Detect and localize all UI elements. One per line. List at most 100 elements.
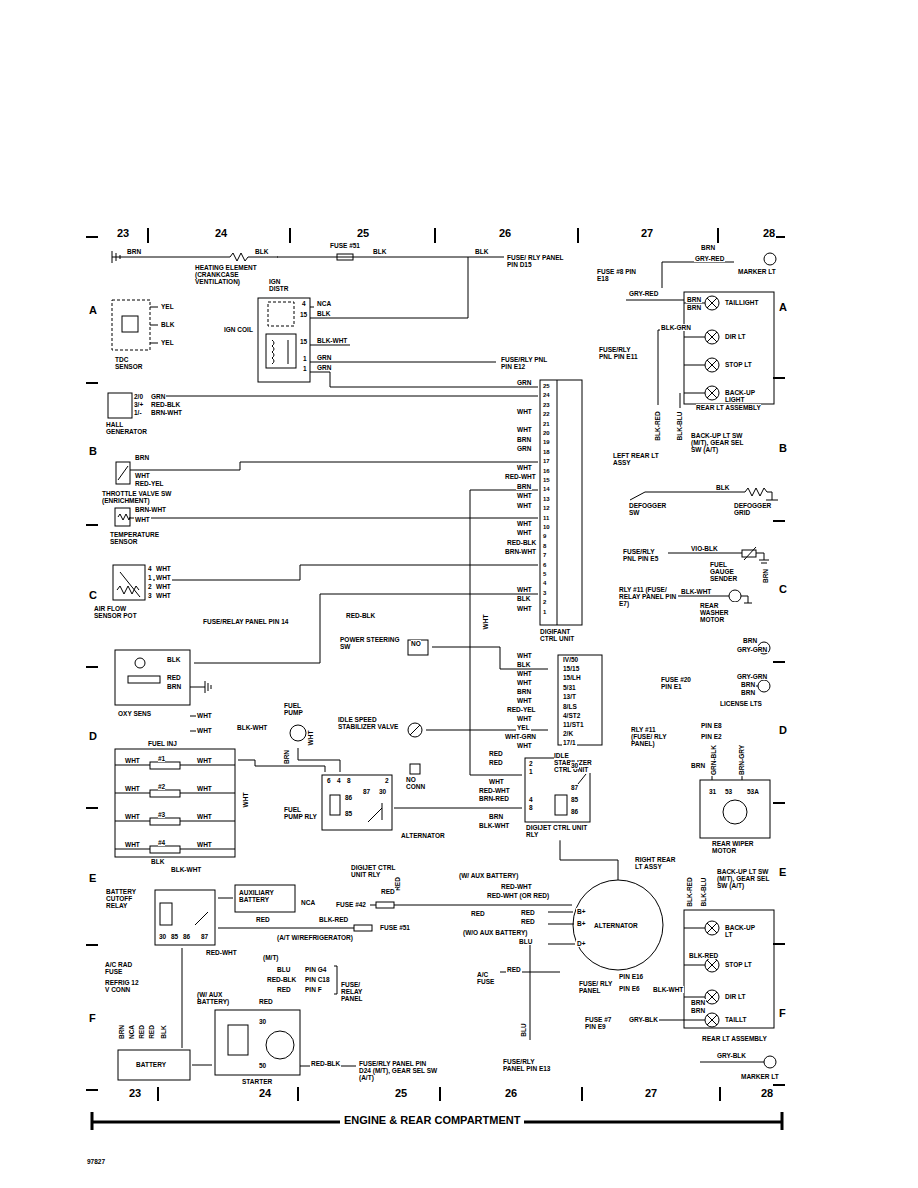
component-label: AIR FLOW SENSOR POT bbox=[94, 605, 138, 619]
wire-label: WHT bbox=[155, 565, 172, 572]
wire-label: 3/+ bbox=[133, 401, 144, 408]
component-symbols bbox=[195, 912, 208, 925]
component-label: STARTER bbox=[242, 1078, 272, 1085]
grid-reference: C bbox=[88, 589, 98, 601]
wire-label: FUSE #20 PIN E1 bbox=[660, 676, 702, 690]
component-symbols bbox=[540, 380, 582, 625]
wire-label: WHT bbox=[516, 679, 533, 686]
pin-number: 10 bbox=[542, 524, 551, 531]
wire-label: 17/1 bbox=[562, 739, 577, 746]
wire-label: REFRIG 12 V CONN bbox=[104, 979, 140, 993]
wire-label: FUSE/RLY PANEL PIN D24 (M/T), GEAR SEL S… bbox=[358, 1060, 440, 1081]
component-symbols bbox=[707, 923, 717, 1025]
pin-number: 24 bbox=[542, 392, 551, 399]
component-label: POWER STEERING SW bbox=[340, 636, 404, 650]
wire-label: RED-WHT bbox=[504, 473, 537, 480]
wire-label: GRY-BLK bbox=[716, 1052, 747, 1059]
grid-reference: B bbox=[778, 442, 788, 454]
component-symbols bbox=[150, 307, 158, 343]
wire-label: 53A bbox=[746, 788, 760, 795]
component-symbols bbox=[758, 680, 770, 692]
component-label: REAR LT ASSEMBLY bbox=[702, 1035, 767, 1042]
component-symbols bbox=[684, 292, 774, 404]
component-symbols bbox=[155, 890, 215, 945]
grid-reference: D bbox=[88, 730, 98, 742]
wire-label: GRY-BLK bbox=[628, 1016, 659, 1023]
wire-label: 4 bbox=[301, 300, 307, 307]
wire-label: WHT bbox=[516, 652, 533, 659]
wire-label: MARKER LT bbox=[740, 1073, 780, 1080]
component: #2 bbox=[146, 783, 186, 801]
wire-label: BRN bbox=[740, 681, 756, 688]
wire-label: BLK bbox=[516, 661, 531, 668]
component-label: FUSE #51 bbox=[380, 924, 410, 931]
component-symbols bbox=[115, 749, 235, 857]
wire-label: PIN F bbox=[304, 986, 323, 993]
component: BATTERY bbox=[116, 1048, 192, 1082]
wire bbox=[180, 462, 538, 470]
wire-label: BACK-UP LT bbox=[724, 924, 756, 938]
component-symbols bbox=[108, 251, 778, 1080]
wire-label: WHT bbox=[124, 785, 141, 792]
component-symbols bbox=[235, 885, 295, 912]
grid-marks bbox=[86, 228, 785, 1130]
wire-label: BLK-WHT bbox=[236, 724, 268, 731]
wire-label: WHT bbox=[516, 586, 533, 593]
wire-label: RIGHT REAR LT ASSY bbox=[634, 856, 682, 870]
wire-label: NCA bbox=[316, 300, 332, 307]
wire-label: BACK-UP LIGHT bbox=[724, 389, 766, 403]
wire-label: WHT bbox=[155, 583, 172, 590]
wire-label: BACK-UP LT SW (M/T), GEAR SEL SW (A/T) bbox=[690, 432, 750, 453]
component-label: #3 bbox=[158, 811, 165, 818]
wire-label: A/C RAD FUSE bbox=[104, 961, 140, 975]
component-label: DIGIJET CTRL UNIT RLY bbox=[526, 824, 590, 838]
wire-label: (A/T W/REFRIGERATOR) bbox=[276, 934, 354, 941]
component: NO CONN bbox=[404, 760, 438, 792]
component-symbols bbox=[326, 257, 366, 258]
component-symbols bbox=[122, 316, 138, 332]
component-label: FUEL INJ bbox=[148, 740, 177, 747]
wire-label: 31 bbox=[708, 788, 717, 795]
component-label: IDLE SPEED STABILIZER VALVE bbox=[338, 716, 402, 730]
component-symbols bbox=[337, 257, 353, 258]
grid-reference: D bbox=[778, 724, 788, 736]
component-symbols bbox=[410, 764, 420, 774]
pin-number: 2 bbox=[542, 599, 547, 606]
wire-label: RED-WHT bbox=[500, 883, 533, 890]
wire-label: RED bbox=[276, 986, 292, 993]
wire-label: BRN bbox=[700, 244, 716, 251]
component-symbols bbox=[723, 800, 747, 824]
wire-label: GRY-RED bbox=[694, 255, 725, 262]
wire-label: RED bbox=[255, 916, 271, 923]
wire-label: WHT bbox=[516, 697, 533, 704]
wire bbox=[432, 647, 548, 669]
component-label: TDC SENSOR bbox=[115, 356, 151, 370]
wire-label: GRN bbox=[316, 354, 332, 361]
component-symbols bbox=[113, 565, 145, 600]
component-symbols bbox=[108, 393, 132, 418]
wire-label: STOP LT bbox=[724, 361, 753, 368]
wire-label: IV/50 bbox=[562, 656, 579, 663]
wire-label: BRN bbox=[516, 483, 532, 490]
wire-label: WHT bbox=[196, 813, 213, 820]
wire-label: BLK-RED bbox=[686, 876, 693, 907]
wire bbox=[398, 905, 572, 906]
wire-label: BLK-GRN bbox=[660, 324, 692, 331]
wire-label: WHT bbox=[516, 605, 533, 612]
component-label: THROTTLE VALVE SW (ENRICHMENT) bbox=[102, 490, 178, 504]
component-symbols bbox=[557, 380, 558, 625]
grid-reference: 27 bbox=[644, 1087, 658, 1099]
wire-label: BLK-BLU bbox=[700, 877, 707, 908]
wire-label: RED bbox=[520, 909, 536, 916]
wire-label: 30 bbox=[158, 933, 167, 940]
component-symbols bbox=[160, 903, 172, 925]
wire-label: WHT bbox=[516, 520, 533, 527]
wire-label: BLK-RED bbox=[318, 916, 349, 923]
grid-reference: 27 bbox=[640, 227, 654, 239]
component-symbols bbox=[354, 925, 372, 931]
wire-label: ALTERNATOR bbox=[400, 832, 446, 839]
pin-number: 7 bbox=[542, 552, 547, 559]
component-symbols bbox=[729, 590, 741, 602]
wire-label: GRY-GRN bbox=[736, 646, 768, 653]
wire-label: BLK bbox=[516, 595, 531, 602]
